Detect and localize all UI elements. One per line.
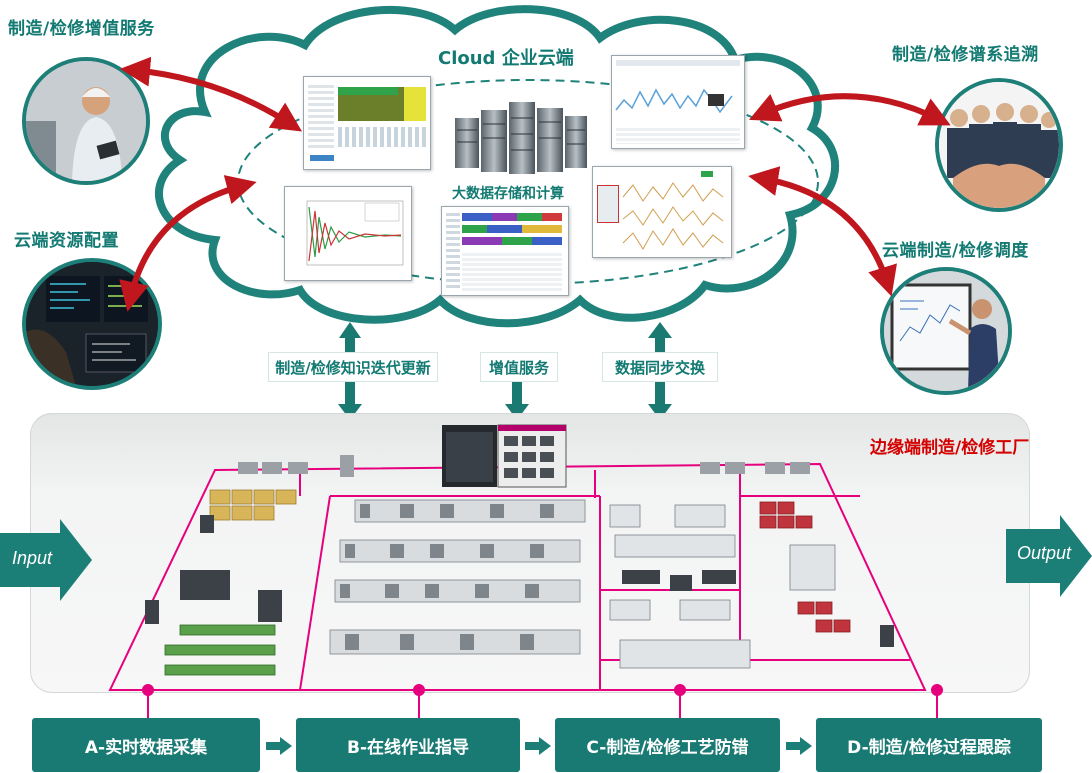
output-arrow-icon <box>1006 515 1092 597</box>
label-data-sync: 数据同步交换 <box>602 352 718 382</box>
arrow-down-right <box>648 382 672 420</box>
cloud-title: Cloud 企业云端 <box>438 48 574 69</box>
cloud-center-label: 大数据存储和计算 <box>452 186 564 202</box>
step-arrow-ab <box>266 737 292 755</box>
dashboard-screen-top-left <box>303 76 431 170</box>
arrow-down-middle <box>505 382 529 420</box>
arrow-up-right <box>648 322 672 352</box>
input-arrow-icon <box>0 519 92 601</box>
label-cloud-scheduling: 云端制造/检修调度 <box>882 241 1029 261</box>
dashboard-screen-right <box>592 166 732 258</box>
label-cloud-resource-config: 云端资源配置 <box>14 231 119 251</box>
step-arrow-cd <box>786 737 812 755</box>
step-a-realtime-data: A-实时数据采集 <box>32 718 260 772</box>
arrow-value-added <box>120 56 303 132</box>
arrow-scheduling <box>748 166 897 297</box>
photo-handshake-team <box>935 78 1063 212</box>
dashboard-screen-bottom-left <box>284 186 412 281</box>
label-value-service: 增值服务 <box>480 352 558 382</box>
label-genealogy-trace: 制造/检修谱系追溯 <box>892 45 1039 65</box>
dashboard-screen-bottom-center <box>441 206 569 296</box>
step-b-online-guidance: B-在线作业指导 <box>296 718 520 772</box>
label-value-added-service: 制造/检修增值服务 <box>8 19 155 39</box>
server-stack-icon <box>455 102 587 174</box>
photo-presenter-screen <box>880 267 1012 395</box>
output-label: Output <box>1017 543 1072 563</box>
factory-title: 边缘端制造/检修工厂 <box>870 438 1030 458</box>
dashboard-screen-top-right <box>611 55 745 149</box>
step-arrow-bc <box>525 737 551 755</box>
label-knowledge-iteration: 制造/检修知识迭代更新 <box>268 352 438 382</box>
step-c-error-proofing: C-制造/检修工艺防错 <box>555 718 780 772</box>
step-d-process-tracking: D-制造/检修过程跟踪 <box>816 718 1042 772</box>
arrow-up-left <box>339 322 361 352</box>
arrow-down-left <box>338 382 362 420</box>
arrow-genealogy <box>749 93 951 126</box>
arrow-resource-config <box>119 175 257 312</box>
input-label: Input <box>12 548 53 568</box>
